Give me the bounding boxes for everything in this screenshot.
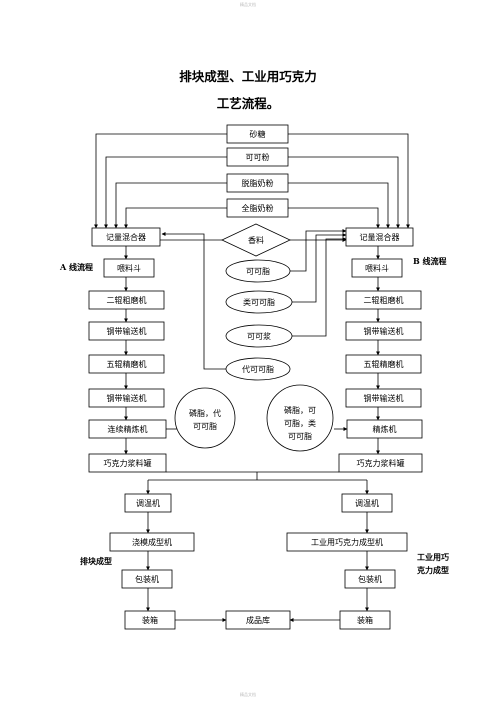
line-a-conveyor-1: 钢带输送机 bbox=[88, 321, 165, 341]
fat-cbs-label: 代可可脂 bbox=[242, 364, 274, 374]
bar-depositor: 浇模成型机 bbox=[109, 532, 195, 552]
line-b-refiner: 精炼机 bbox=[346, 419, 423, 439]
page-title: 排块成型、工业用巧克力 bbox=[179, 69, 317, 84]
page-footer-watermark: 精品文档 bbox=[240, 692, 256, 697]
line-b-two-roll-mill-label: 二辊粗磨机 bbox=[364, 295, 404, 305]
lecithin-cbe-line-1: 磷脂，可 bbox=[284, 405, 316, 415]
line-a-mixer: 记量混合器 bbox=[91, 227, 161, 247]
raw-sugar-node: 砂糖 bbox=[226, 124, 289, 144]
lecithin-cbe-line-3: 可可脂 bbox=[288, 431, 312, 441]
finished-goods-warehouse: 成品库 bbox=[225, 610, 291, 630]
industrial-packer: 包装机 bbox=[344, 569, 396, 589]
line-a-hopper-label: 喂料斗 bbox=[117, 263, 141, 273]
raw-skim-milk-label: 脱脂奶粉 bbox=[242, 178, 274, 188]
industrial-boxing: 装箱 bbox=[339, 610, 391, 630]
line-b-mixer-label: 记量混合器 bbox=[360, 232, 400, 242]
line-a-tank-label: 巧克力浆料罐 bbox=[104, 458, 152, 468]
line-a-conche: 连续精炼机 bbox=[88, 419, 167, 439]
line-a-five-roll-refiner-label: 五辊精磨机 bbox=[107, 359, 147, 369]
line-a-conche-label: 连续精炼机 bbox=[108, 424, 148, 434]
line-b-hopper: 喂料斗 bbox=[351, 258, 403, 278]
line-b-conveyor-2: 钢带输送机 bbox=[345, 388, 422, 408]
industrial-title-line-1: 工业用巧 bbox=[417, 552, 449, 562]
page-subtitle: 工艺流程。 bbox=[216, 96, 280, 111]
fat-cocoa-liquor-node: 可可浆 bbox=[225, 324, 293, 348]
flavor-diamond-node: 香料 bbox=[221, 223, 291, 257]
industrial-tempering-machine: 调温机 bbox=[341, 493, 393, 513]
industrial-packer-label: 包装机 bbox=[358, 574, 382, 584]
bar-tempering-machine: 调温机 bbox=[124, 493, 172, 513]
line-b-conveyor-2-label: 钢带输送机 bbox=[364, 393, 404, 403]
line-a-title: A 线流程 bbox=[59, 262, 93, 272]
line-a-conveyor-2-label: 钢带输送机 bbox=[107, 393, 147, 403]
line-a-conveyor-1-label: 钢带输送机 bbox=[107, 326, 147, 336]
lecithin-cbs-line-1: 磷脂，代 bbox=[189, 408, 221, 418]
raw-cocoa-powder-label: 可可粉 bbox=[246, 152, 270, 162]
industrial-boxing-label: 装箱 bbox=[357, 615, 373, 625]
fat-cbe-node: 类可可脂 bbox=[225, 290, 293, 314]
line-a-two-roll-mill: 二辊粗磨机 bbox=[88, 290, 165, 310]
industrial-tempering-label: 调温机 bbox=[355, 498, 379, 508]
industrial-title-line-2: 克力成型 bbox=[417, 565, 449, 575]
raw-cocoa-powder-node: 可可粉 bbox=[226, 147, 289, 167]
bar-boxing-label: 装箱 bbox=[142, 615, 158, 625]
bar-boxing: 装箱 bbox=[124, 610, 176, 630]
warehouse-label: 成品库 bbox=[246, 615, 270, 625]
lecithin-cbs-line-2: 可可脂 bbox=[193, 421, 217, 431]
line-b-title: B 线流程 bbox=[413, 256, 447, 266]
line-a-hopper: 喂料斗 bbox=[103, 258, 155, 278]
raw-sugar-label: 砂糖 bbox=[250, 129, 266, 139]
raw-skim-milk-node: 脱脂奶粉 bbox=[226, 173, 289, 193]
line-b-conveyor-1: 钢带输送机 bbox=[345, 321, 422, 341]
line-b-tank-label: 巧克力浆料罐 bbox=[357, 458, 405, 468]
raw-whole-milk-label: 全脂奶粉 bbox=[242, 203, 274, 213]
line-b-two-roll-mill: 二辊粗磨机 bbox=[345, 290, 422, 310]
lecithin-cbe-line-2: 可脂，类 bbox=[284, 418, 316, 428]
line-b-conveyor-1-label: 钢带输送机 bbox=[364, 326, 404, 336]
bar-packer: 包装机 bbox=[121, 569, 173, 589]
line-a-five-roll-refiner: 五辊精磨机 bbox=[88, 354, 165, 374]
page-header-watermark: 精品文档 bbox=[240, 2, 256, 7]
line-a-mixer-label: 记量混合器 bbox=[106, 232, 146, 242]
fat-cbe-label: 类可可脂 bbox=[243, 297, 275, 307]
bar-packer-label: 包装机 bbox=[135, 574, 159, 584]
line-b-five-roll-refiner: 五辊精磨机 bbox=[345, 354, 422, 374]
line-b-hopper-label: 喂料斗 bbox=[365, 263, 389, 273]
line-a-tank: 巧克力浆料罐 bbox=[88, 453, 167, 473]
fat-cbs-node: 代可可脂 bbox=[225, 357, 291, 381]
fat-cocoa-butter-node: 可可脂 bbox=[225, 259, 291, 283]
bar-molding-title: 排块成型 bbox=[80, 556, 112, 566]
line-b-mixer: 记量混合器 bbox=[345, 227, 414, 247]
lecithin-cbs-circle: 磷脂，代 可可脂 bbox=[174, 387, 236, 449]
line-b-five-roll-refiner-label: 五辊精磨机 bbox=[364, 359, 404, 369]
line-b-tank: 巧克力浆料罐 bbox=[338, 453, 423, 473]
lecithin-cbe-circle: 磷脂，可 可脂，类 可可脂 bbox=[266, 384, 334, 452]
flavor-label: 香料 bbox=[248, 235, 264, 245]
line-b-refiner-label: 精炼机 bbox=[373, 424, 397, 434]
line-a-two-roll-mill-label: 二辊粗磨机 bbox=[107, 295, 147, 305]
bar-tempering-label: 调温机 bbox=[136, 498, 160, 508]
industrial-molding-machine: 工业用巧克力成型机 bbox=[286, 532, 408, 552]
industrial-molding-label: 工业用巧克力成型机 bbox=[311, 537, 383, 547]
fat-cocoa-butter-label: 可可脂 bbox=[246, 266, 270, 276]
fat-cocoa-liquor-label: 可可浆 bbox=[247, 331, 271, 341]
bar-depositor-label: 浇模成型机 bbox=[132, 537, 172, 547]
line-a-conveyor-2: 钢带输送机 bbox=[88, 388, 165, 408]
raw-whole-milk-node: 全脂奶粉 bbox=[226, 198, 289, 218]
